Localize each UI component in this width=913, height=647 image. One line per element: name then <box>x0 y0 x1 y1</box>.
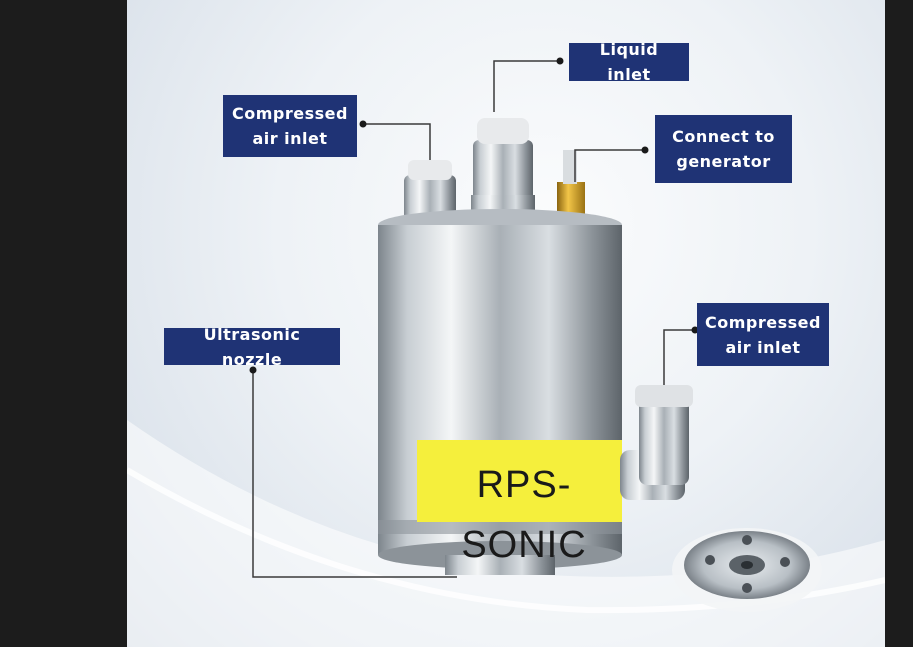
callout-compressed-air-top: Compressed air inlet <box>223 95 357 157</box>
liquid-fitting <box>471 118 535 215</box>
device-illustration <box>127 57 885 647</box>
product-sticker <box>417 440 622 522</box>
callout-liquid-inlet: Liquid inlet <box>569 40 689 84</box>
callout-ultrasonic-nozzle: Ultrasonic nozzle <box>164 325 340 369</box>
callout-connect-generator: Connect to generator <box>655 115 792 183</box>
nozzle-tip-disc <box>672 528 822 612</box>
product-photo: RPS-SONIC Compressed air inlet Liquid in… <box>127 0 885 647</box>
product-label-text: RPS-SONIC <box>461 464 587 566</box>
callout-compressed-air-side: Compressed air inlet <box>697 303 829 366</box>
leader-lines <box>252 60 695 578</box>
sma-connector <box>557 150 585 220</box>
air-fitting-side <box>620 385 693 500</box>
